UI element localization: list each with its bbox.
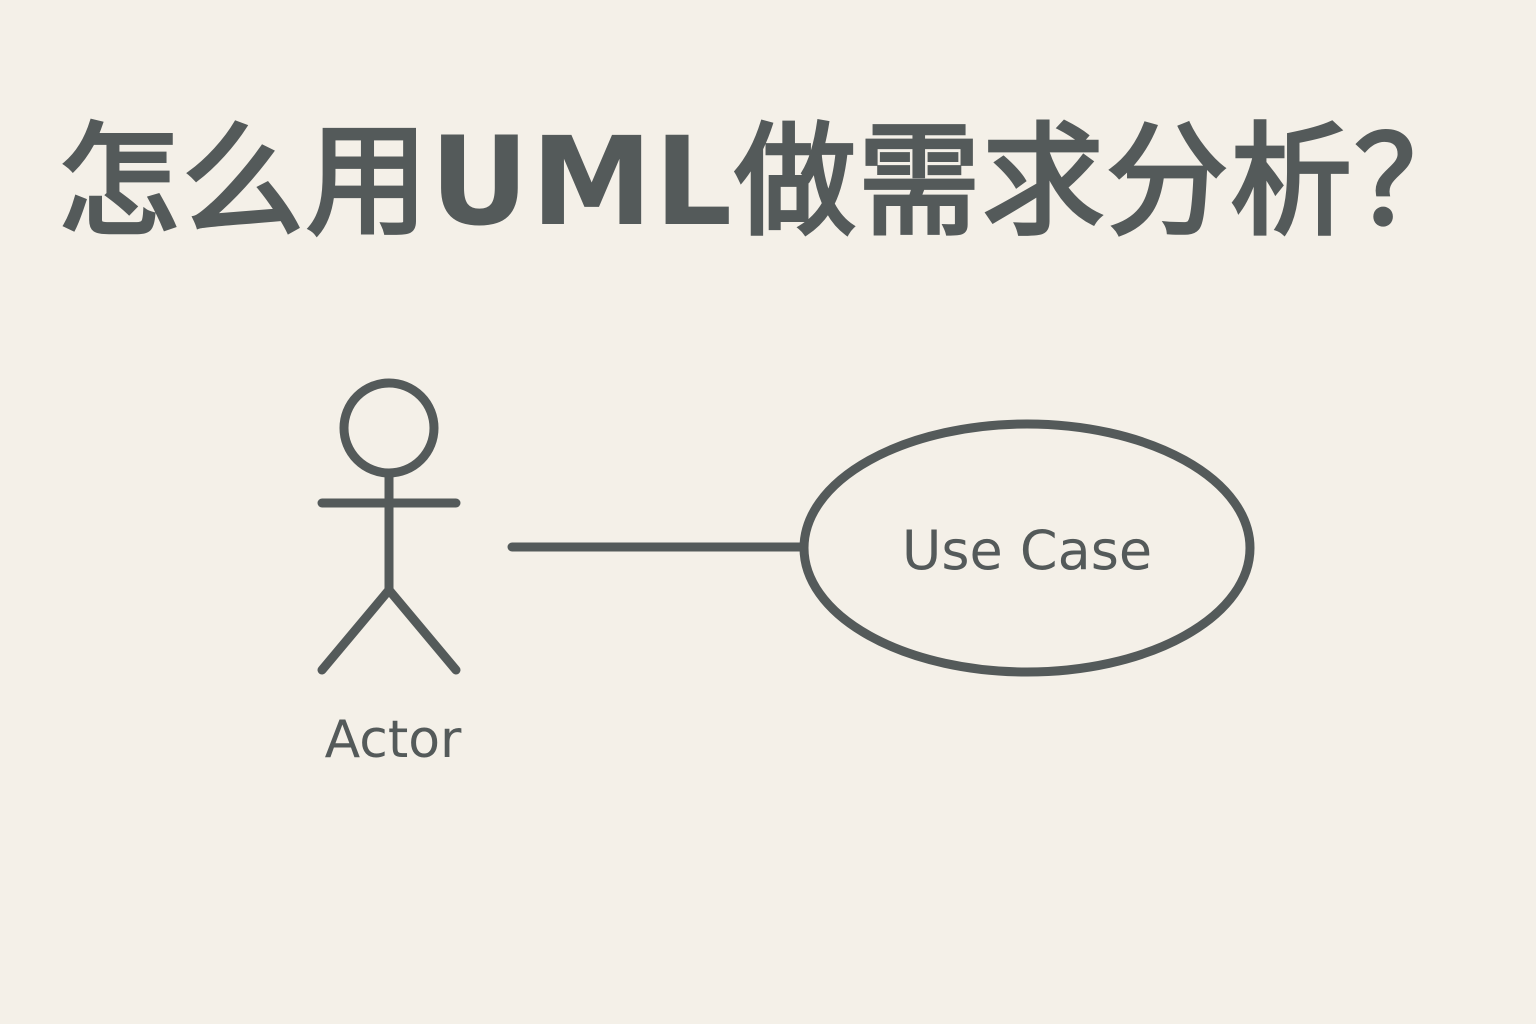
page-title: 怎么用UML做需求分析？ — [57, 111, 1479, 253]
actor-left-leg — [317, 585, 394, 675]
actor-head — [339, 378, 439, 478]
actor-label: Actor — [325, 710, 462, 770]
actor-right-leg — [384, 585, 461, 675]
actor-figure — [317, 378, 461, 675]
use-case-ellipse — [799, 419, 1255, 677]
use-case-label: Use Case — [902, 519, 1152, 582]
